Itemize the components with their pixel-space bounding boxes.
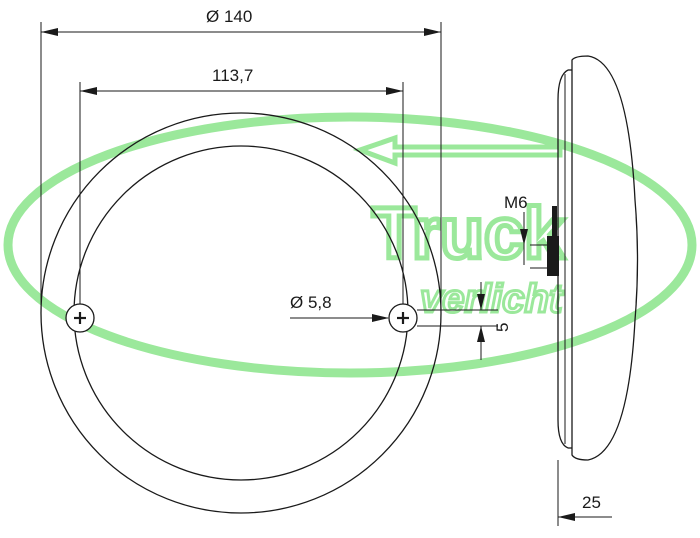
label-hole-offset: 5 xyxy=(493,323,512,332)
side-housing xyxy=(571,55,639,461)
watermark-text-main: Truck xyxy=(372,194,565,274)
dimension-bolt-thread: M6 xyxy=(504,193,528,265)
dimension-hole-diameter: Ø 5,8 xyxy=(290,293,389,322)
bolt-stud xyxy=(547,236,559,276)
dimension-depth: 25 xyxy=(557,460,612,526)
outer-ring xyxy=(40,112,442,514)
label-depth: 25 xyxy=(582,493,601,512)
label-bolt-thread: M6 xyxy=(504,193,528,212)
mounting-hole-left xyxy=(65,303,95,333)
side-view xyxy=(530,55,639,461)
watermark-logo: Truck verlicht xyxy=(3,112,697,378)
inner-lens xyxy=(73,145,409,481)
front-view xyxy=(40,112,442,514)
mounting-hole-right xyxy=(388,303,418,333)
dimension-hole-spacing: 113,7 xyxy=(79,66,404,304)
dimension-outer-diameter: Ø 140 xyxy=(40,7,442,310)
watermark-text-sub: verlicht xyxy=(420,277,564,321)
label-outer-diameter: Ø 140 xyxy=(206,7,252,26)
label-hole-spacing: 113,7 xyxy=(212,66,253,85)
dimension-hole-offset: 5 xyxy=(417,282,512,360)
label-hole-diameter: Ø 5,8 xyxy=(290,293,332,312)
